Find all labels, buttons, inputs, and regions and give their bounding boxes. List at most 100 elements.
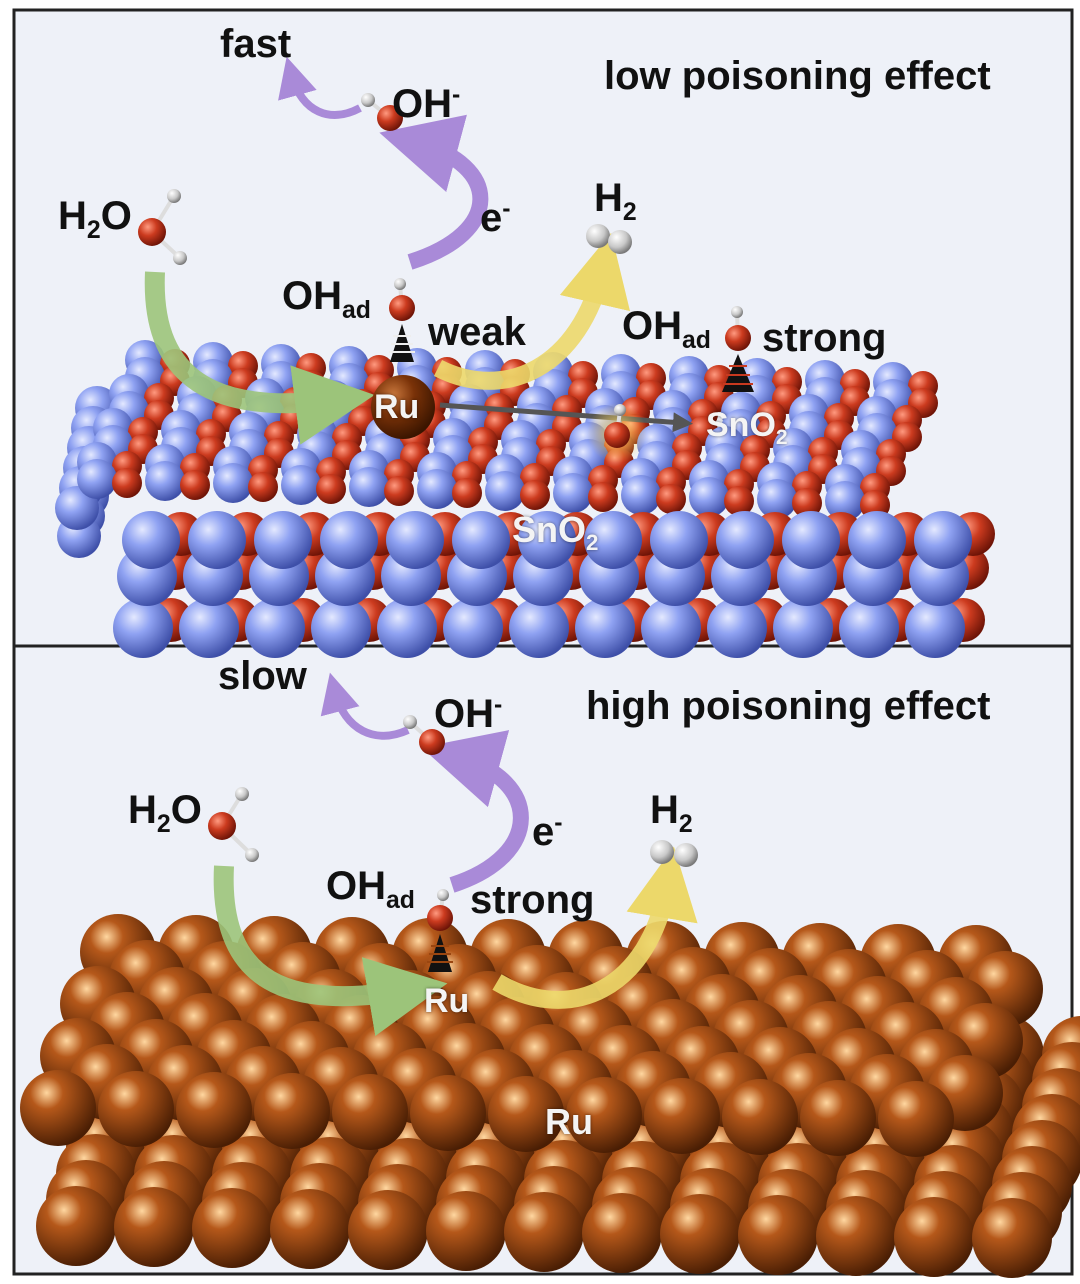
tin-atom [452, 511, 510, 569]
tin-atom [55, 486, 99, 530]
oxygen-atom [792, 488, 822, 518]
ru-single-atom [371, 375, 435, 439]
tin-atom [641, 598, 701, 658]
bottom-water-molecule [208, 787, 259, 862]
top-electron-arrow [379, 114, 489, 270]
tin-atom [839, 598, 899, 658]
top-strong-label: strong [762, 316, 887, 360]
bottom-hydroxide-molecule [403, 715, 445, 755]
tin-atom [386, 511, 444, 569]
tin-atom [349, 467, 389, 507]
bottom-release-arrow [320, 672, 410, 740]
bottom-ohad-molecule [427, 889, 453, 972]
ru-slab [20, 914, 1080, 1278]
tin-atom [443, 598, 503, 658]
ruthenium-atom [894, 1197, 974, 1277]
bottom-h2-arrow [492, 846, 698, 1009]
bottom-electron-label: e- [532, 809, 563, 854]
ruthenium-atom [972, 1198, 1052, 1278]
tin-atom [575, 598, 635, 658]
bottom-molecules [208, 715, 698, 972]
bottom-h2-molecule [650, 840, 698, 867]
top-ohad-ru-molecule [389, 278, 415, 362]
tin-atom [485, 471, 525, 511]
tin-atom [509, 598, 569, 658]
ru-atom-label: Ru [374, 388, 420, 426]
tin-atom [311, 598, 371, 658]
tin-atom [245, 598, 305, 658]
bottom-ohad-label: OHad [326, 864, 415, 914]
top-reaction-arrows [144, 56, 693, 445]
top-ohad-sno2-label: OHad [622, 304, 711, 354]
oxygen-atom [452, 478, 482, 508]
ruthenium-atom [98, 1071, 174, 1147]
tin-atom [113, 598, 173, 658]
top-ohad-ru-label: OHad [282, 274, 371, 324]
bottom-strong-label: strong [470, 878, 595, 922]
ruthenium-atom [644, 1078, 720, 1154]
ruthenium-atom [348, 1190, 428, 1270]
tin-atom [689, 477, 729, 517]
top-h2-molecule [586, 224, 632, 254]
ruthenium-atom [410, 1075, 486, 1151]
bottom-water-label: H2O [128, 788, 202, 838]
tin-atom [518, 511, 576, 569]
bottom-water-arrow [213, 865, 448, 1037]
ruthenium-atom [582, 1193, 662, 1273]
top-hydroxide-label: OH- [392, 81, 461, 126]
tin-atom [281, 465, 321, 505]
oxygen-atom [112, 468, 142, 498]
ruthenium-atom [36, 1186, 116, 1266]
ruthenium-atom [878, 1081, 954, 1157]
tin-atom [122, 511, 180, 569]
tin-atom [825, 481, 865, 521]
tin-atom [320, 511, 378, 569]
ruthenium-atom [114, 1187, 194, 1267]
oxygen-atom [520, 480, 550, 510]
top-release-arrow [278, 56, 362, 119]
oxygen-atom [180, 470, 210, 500]
tin-atom [77, 459, 117, 499]
oxygen-atom [248, 472, 278, 502]
ruthenium-atom [270, 1189, 350, 1269]
tin-atom [553, 473, 593, 513]
top-electron-label: e- [480, 195, 511, 240]
top-molecules [138, 93, 754, 463]
tin-atom [707, 598, 767, 658]
bottom-speed-label: slow [218, 654, 307, 698]
bottom-electron-arrow [421, 730, 529, 893]
tin-atom [905, 598, 965, 658]
tin-atom [179, 598, 239, 658]
tin-atom [914, 511, 972, 569]
ruthenium-atom [20, 1070, 96, 1146]
tin-atom [188, 511, 246, 569]
oxygen-atom [588, 482, 618, 512]
ruthenium-atom [192, 1188, 272, 1268]
oxygen-atom [724, 486, 754, 516]
ruthenium-atom [504, 1192, 584, 1272]
ruthenium-atom [566, 1077, 642, 1153]
tin-atom [650, 511, 708, 569]
tin-atom [584, 511, 642, 569]
sno2-support-label: SnO2 [512, 509, 599, 556]
tin-atom [782, 511, 840, 569]
tin-atom [254, 511, 312, 569]
tin-atom [773, 598, 833, 658]
ruthenium-atom [738, 1195, 818, 1275]
ruthenium-atom [176, 1072, 252, 1148]
ruthenium-atom [426, 1191, 506, 1271]
tin-atom [145, 461, 185, 501]
tin-atom [716, 511, 774, 569]
tin-atom [757, 479, 797, 519]
oxygen-atom [384, 476, 414, 506]
tin-atom [621, 475, 661, 515]
top-weak-label: weak [428, 310, 526, 354]
top-hydroxide-molecule [361, 93, 403, 131]
tin-atom [377, 598, 437, 658]
ruthenium-atom [722, 1079, 798, 1155]
top-speed-label: fast [220, 22, 292, 66]
oxygen-atom [316, 474, 346, 504]
ru-support-label: Ru [545, 1101, 593, 1142]
tin-atom [213, 463, 253, 503]
